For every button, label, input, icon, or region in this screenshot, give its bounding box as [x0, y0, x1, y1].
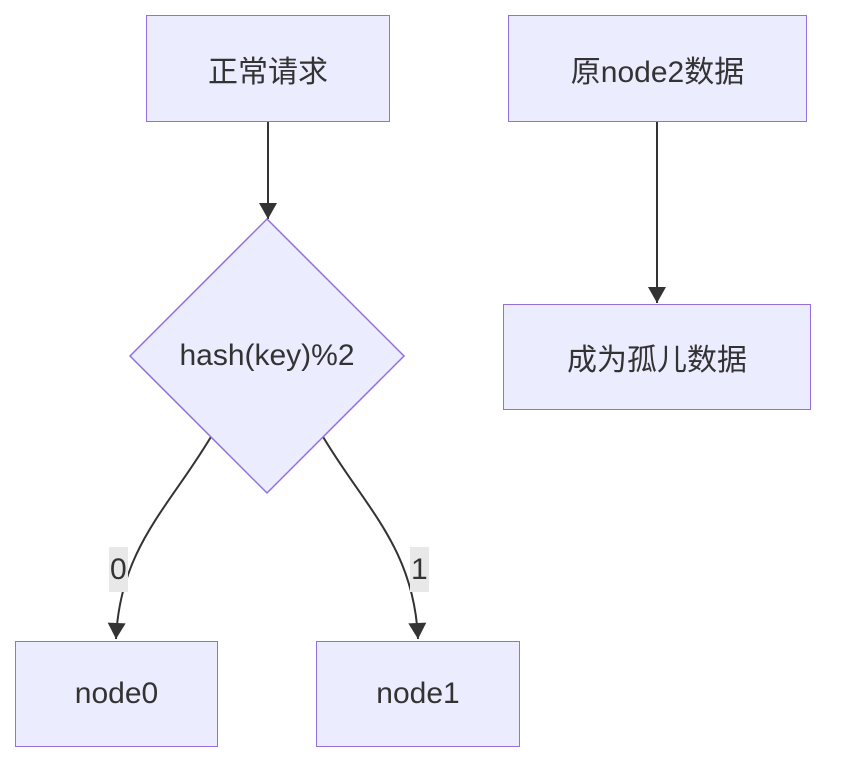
node-normal-request: 正常请求: [146, 15, 390, 122]
node-node0: node0: [15, 641, 218, 747]
decision-diamond-shape: [128, 217, 406, 495]
edge-label-1: 1: [410, 547, 429, 592]
node-normal-request-label: 正常请求: [208, 55, 328, 89]
node-hash-decision-label: hash(key)%2: [179, 339, 355, 372]
node-node0-label: node0: [74, 677, 159, 710]
node-orphan-data: 成为孤儿数据: [503, 304, 811, 410]
node-old-node2-data-label: 原node2数据: [570, 55, 745, 89]
node-orphan-data-label: 成为孤儿数据: [567, 344, 747, 377]
edge-hash-to-node0: [107, 429, 216, 640]
edge-label-0: 0: [109, 547, 128, 592]
node-node1-label: node1: [376, 677, 460, 710]
node-old-node2-data: 原node2数据: [508, 15, 807, 122]
node-hash-decision: hash(key)%2: [133, 334, 401, 378]
edge-hash-to-node1: [318, 429, 427, 640]
node-node1: node1: [316, 641, 520, 747]
